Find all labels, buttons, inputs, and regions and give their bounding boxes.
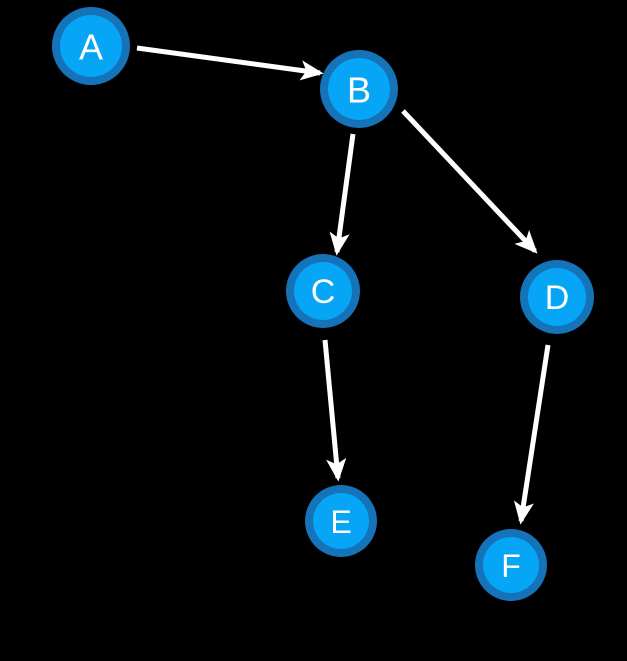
graph-edge-b-to-d <box>401 109 538 254</box>
node-fill-a <box>60 15 122 77</box>
graph-node-c[interactable]: C <box>286 254 360 328</box>
node-label-f: F <box>501 548 521 584</box>
node-fill-b <box>328 58 390 120</box>
graph-edge-c-to-e <box>322 339 347 482</box>
graph-edge-b-to-c <box>329 133 356 256</box>
node-label-d: D <box>545 279 570 317</box>
graph-node-e[interactable]: E <box>305 485 377 557</box>
graph-node-a[interactable]: A <box>52 7 130 85</box>
graph-node-f[interactable]: F <box>475 529 547 601</box>
node-label-e: E <box>330 504 351 540</box>
node-fill-f <box>483 537 539 593</box>
node-label-a: A <box>79 27 103 68</box>
graph-node-b[interactable]: B <box>320 50 398 128</box>
node-fill-d <box>528 268 586 326</box>
edge-layer <box>136 45 551 525</box>
node-label-b: B <box>347 70 371 111</box>
graph-edge-d-to-f <box>513 344 551 525</box>
node-layer: A B C D E F <box>52 7 594 601</box>
node-label-c: C <box>311 273 336 311</box>
graph-node-d[interactable]: D <box>520 260 594 334</box>
node-fill-c <box>294 262 352 320</box>
graph-edge-a-to-b <box>136 45 324 81</box>
node-fill-e <box>313 493 369 549</box>
